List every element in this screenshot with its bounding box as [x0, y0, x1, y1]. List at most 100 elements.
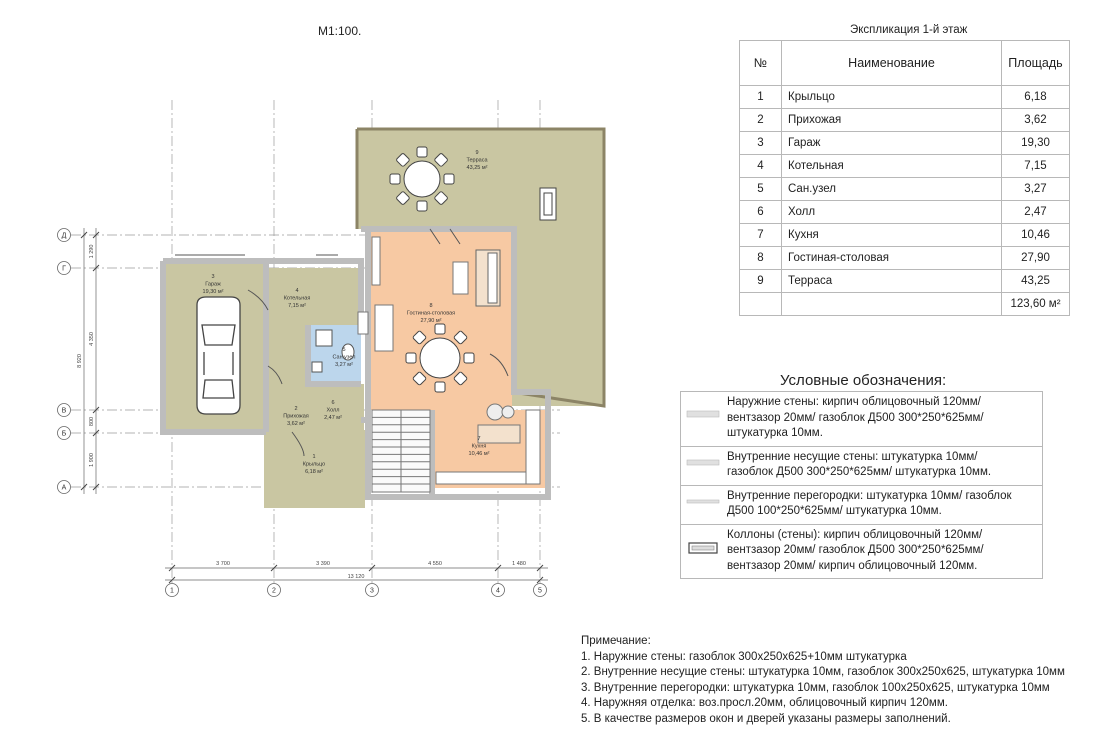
dimension-tick — [92, 264, 100, 272]
axis-label: В — [62, 408, 67, 415]
cell-area: 27,90 — [1001, 246, 1070, 270]
axis-label: Д — [62, 233, 67, 240]
axis-marker — [57, 261, 71, 275]
legend-swatch — [681, 486, 725, 524]
cell-area: 7,15 — [1001, 154, 1070, 178]
room-number: 7 — [477, 436, 480, 442]
wardrobe-icon — [357, 311, 369, 335]
chair-icon — [443, 173, 455, 185]
cell-area: 6,18 — [1001, 85, 1070, 109]
room-name: Терраса — [466, 158, 488, 164]
room-number: 3 — [211, 274, 214, 280]
dimension-total-label: 13 120 — [348, 574, 365, 580]
room-number: 6 — [331, 400, 334, 406]
room-number: 9 — [475, 150, 478, 156]
terrace-dining-table-icon — [403, 160, 441, 198]
note-line: 5. В качестве размеров окон и дверей ука… — [581, 712, 951, 725]
legend-line: вентзазор 20мм/ газоблок Д500 300*250*62… — [727, 411, 984, 424]
legend-text: Внутренние перегородки: штукатурка 10мм/… — [725, 486, 1042, 524]
kitchen-island-icon — [477, 424, 521, 444]
room-number: 2 — [294, 406, 297, 412]
chair-icon — [434, 153, 448, 167]
axis-label: Б — [62, 431, 67, 438]
cell-num: 5 — [739, 177, 782, 201]
sofa-icon — [475, 249, 501, 307]
chair-icon — [453, 330, 468, 345]
dimension-total-label: 8 920 — [77, 354, 83, 368]
legend-item: Внутренние перегородки: штукатурка 10мм/… — [681, 486, 1042, 525]
dimension-tick — [92, 406, 100, 414]
chair-icon — [434, 191, 448, 205]
room-name: Кухня — [472, 444, 487, 450]
cell-name: Сан.узел — [781, 177, 1002, 201]
dining-table-icon — [419, 337, 461, 379]
legend-text: Внутренние несущие стены: штукатурка 10м… — [725, 447, 1042, 485]
shelf-icon — [374, 304, 394, 352]
axis-marker — [57, 403, 71, 417]
legend-text: Коллоны (стены): кирпич облицовочный 120… — [725, 525, 1042, 579]
cell-name: Крыльцо — [781, 85, 1002, 109]
terrace-chairs — [389, 146, 455, 212]
chair-icon — [396, 191, 410, 205]
notes: Примечание: 1. Наружние стены: газоблок … — [581, 634, 1065, 727]
cell-num: 1 — [739, 85, 782, 109]
explication-title: Экспликация 1-й этаж — [850, 24, 968, 36]
cell-num: 9 — [739, 269, 782, 293]
axis-marker — [533, 583, 547, 597]
dimension-tick — [80, 231, 88, 239]
dimension-tick — [92, 231, 100, 239]
note-line: 3. Внутренние перегородки: штукатурка 10… — [581, 681, 1050, 694]
legend-line: вентзазор 20мм/ кирпич облицовочный 120м… — [727, 559, 978, 572]
axis-marker — [57, 228, 71, 242]
dimension-tick — [536, 564, 544, 572]
axis-marker — [57, 480, 71, 494]
note-line: 4. Наружняя отделка: воз.просл.20мм, обл… — [581, 697, 948, 709]
kitchen-counter-icon — [435, 403, 541, 485]
chair-icon — [453, 371, 468, 386]
axis-marker — [165, 583, 179, 597]
legend-title: Условные обозначения: — [780, 372, 947, 389]
chair-icon — [434, 323, 446, 335]
hall-floor — [266, 338, 308, 430]
axis-label: 5 — [538, 588, 542, 595]
dimension-label: 4 550 — [428, 561, 442, 567]
header-num: № — [739, 40, 782, 86]
room-area: 43,25 м² — [467, 165, 488, 171]
axis-marker — [365, 583, 379, 597]
dimension-tick — [168, 576, 176, 584]
dimension-tick — [368, 564, 376, 572]
cell-area: 10,46 — [1001, 223, 1070, 247]
legend-swatch — [681, 392, 725, 446]
axis-marker — [57, 426, 71, 440]
dimension-label: 1 900 — [89, 453, 95, 467]
legend-item: Внутренние несущие стены: штукатурка 10м… — [681, 447, 1042, 486]
dimension-label: 3 700 — [216, 561, 230, 567]
room-area: 10,46 м² — [469, 451, 490, 457]
room-area: 27,90 м² — [421, 318, 442, 324]
notes-title: Примечание: — [581, 635, 651, 647]
room-number: 4 — [295, 288, 298, 294]
axis-marker — [491, 583, 505, 597]
legend-item: Наружние стены: кирпич облицовочный 120м… — [681, 392, 1042, 447]
doors — [175, 228, 509, 457]
dimension-tick — [494, 564, 502, 572]
chair-icon — [405, 352, 417, 364]
cell-area: 2,47 — [1001, 200, 1070, 224]
room-area: 7,15 м² — [288, 303, 306, 309]
chair-icon — [416, 146, 428, 158]
staircase — [371, 409, 431, 493]
chair-icon — [412, 371, 427, 386]
chair-icon — [412, 330, 427, 345]
axis-label: А — [62, 485, 67, 492]
room-name: Котельная — [284, 296, 311, 302]
header-area: Площадь — [1001, 40, 1070, 86]
dimension-tick — [168, 564, 176, 572]
bathroom-fixtures-icon — [311, 329, 355, 373]
walls — [160, 226, 551, 500]
